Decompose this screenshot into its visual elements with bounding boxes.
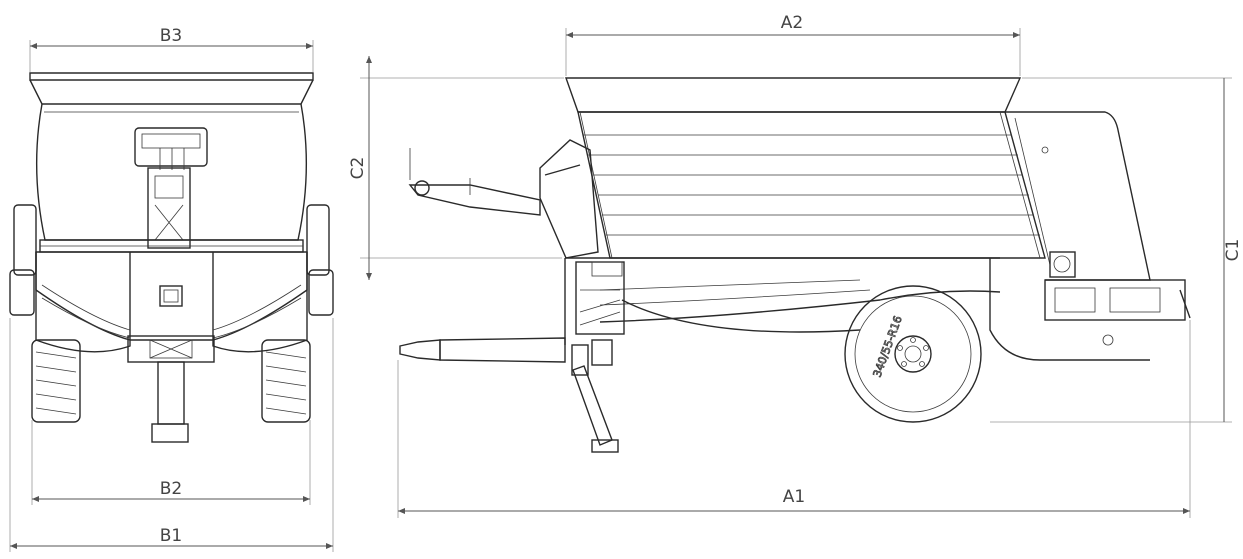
- dimension-label-b1: B1: [160, 526, 182, 546]
- front-dimensions: [9, 40, 334, 552]
- dimension-label-a1: A1: [783, 487, 805, 507]
- dimension-label-c1: C1: [1223, 239, 1243, 262]
- side-view: 340/55-R16: [399, 77, 1191, 453]
- dimension-label-b2: B2: [160, 479, 182, 499]
- dimension-label-b3: B3: [160, 26, 182, 46]
- dimension-label-a2: A2: [781, 13, 803, 33]
- front-view: [9, 72, 334, 443]
- dimension-label-c2: C2: [348, 157, 368, 180]
- side-dimensions: [360, 28, 1232, 518]
- tire-marking: 340/55-R16: [871, 314, 905, 379]
